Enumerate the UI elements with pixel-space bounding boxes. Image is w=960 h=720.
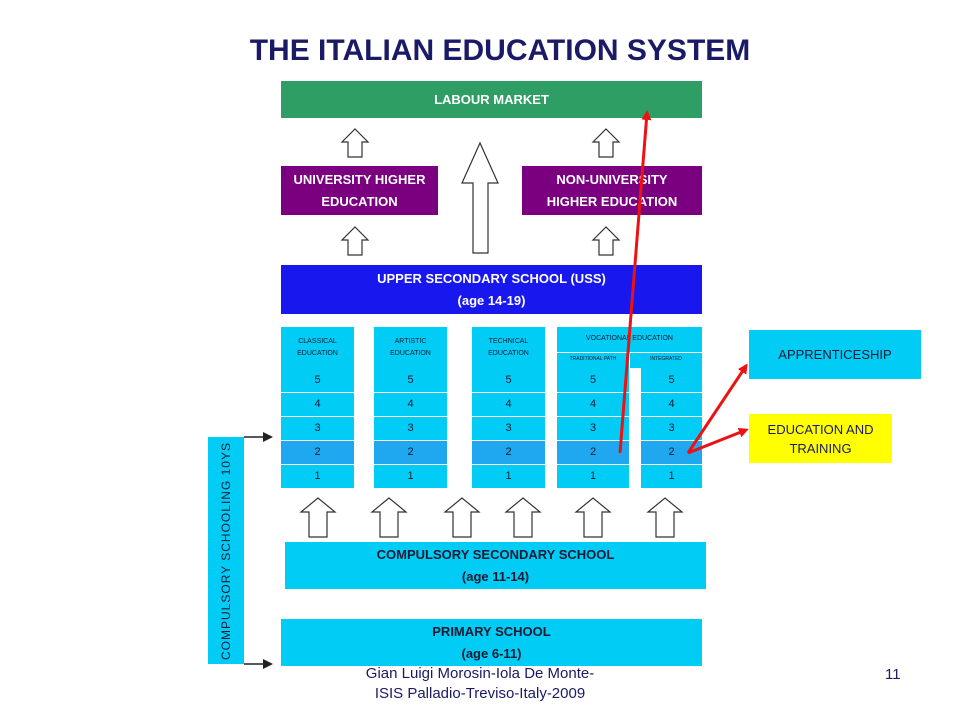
year-cell-classical: 5	[281, 368, 354, 392]
up-arrow-icon	[299, 497, 337, 538]
traditional-path-label: TRADITIONAL PATH	[569, 356, 617, 362]
year-separator	[641, 464, 702, 465]
year-separator	[641, 392, 702, 393]
year-separator	[641, 440, 702, 441]
year-separator	[557, 392, 629, 393]
non-university-box: NON-UNIVERSITY HIGHER EDUCATION	[522, 166, 702, 215]
year-separator	[472, 392, 545, 393]
year-cell-traditional: 4	[557, 392, 629, 416]
red-arrow-labour	[618, 110, 652, 454]
year-separator	[557, 464, 629, 465]
year-cell-integrated: 1	[641, 464, 702, 488]
year-separator	[374, 440, 447, 441]
labour-market-label: LABOUR MARKET	[434, 91, 549, 107]
year-separator	[281, 464, 354, 465]
upper-secondary-label: UPPER SECONDARY SCHOOL (USS)	[377, 270, 606, 286]
technical-line2: EDUCATION	[488, 349, 529, 357]
primary-school-age: (age 6-11)	[461, 645, 522, 661]
apprenticeship-box: APPRENTICESHIP	[749, 330, 921, 379]
footer-credit: Gian Luigi Morosin-Iola De Monte- ISIS P…	[310, 664, 650, 704]
technical-education-header: TECHNICAL EDUCATION	[472, 327, 545, 368]
up-arrow-icon	[443, 497, 481, 538]
up-arrow-icon	[591, 128, 621, 158]
university-label-line1: UNIVERSITY HIGHER	[293, 171, 426, 187]
upper-secondary-age: (age 14-19)	[457, 292, 526, 308]
year-cell-traditional: 3	[557, 416, 629, 440]
year-separator	[557, 440, 629, 441]
year-separator	[641, 416, 702, 417]
footer-line2: ISIS Palladio-Treviso-Italy-2009	[374, 685, 586, 702]
year-separator	[374, 464, 447, 465]
year-cell-artistic: 3	[374, 416, 447, 440]
year-cell-technical: 4	[472, 392, 545, 416]
technical-line1: TECHNICAL	[488, 337, 529, 345]
year-separator	[472, 464, 545, 465]
university-label-line2: EDUCATION	[321, 193, 398, 209]
non-university-label-line2: HIGHER EDUCATION	[546, 193, 678, 209]
up-arrow-icon	[504, 497, 542, 538]
labour-market-box: LABOUR MARKET	[281, 81, 702, 118]
integrated-label: INTEGRATED	[650, 356, 682, 362]
year-cell-artistic: 1	[374, 464, 447, 488]
year-cell-traditional: 2	[557, 440, 629, 464]
big-up-arrow-icon	[461, 141, 499, 254]
page-number: 11	[885, 666, 901, 683]
page-title: THE ITALIAN EDUCATION SYSTEM	[249, 34, 751, 67]
up-arrow-icon	[340, 226, 370, 256]
vocational-split	[629, 352, 630, 368]
up-arrow-icon	[574, 497, 612, 538]
compulsory-schooling-bar	[208, 437, 244, 664]
year-separator	[472, 416, 545, 417]
year-separator	[374, 416, 447, 417]
year-cell-artistic: 5	[374, 368, 447, 392]
university-box: UNIVERSITY HIGHER EDUCATION	[281, 166, 438, 215]
year-cell-traditional: 5	[557, 368, 629, 392]
classical-line1: CLASSICAL	[298, 337, 337, 345]
year-cell-technical: 3	[472, 416, 545, 440]
red-arrow-apprenticeship	[686, 363, 748, 454]
year-cell-classical: 2	[281, 440, 354, 464]
year-cell-technical: 5	[472, 368, 545, 392]
compulsory-secondary-label: COMPULSORY SECONDARY SCHOOL	[376, 546, 615, 562]
year-cell-artistic: 4	[374, 392, 447, 416]
apprenticeship-label: APPRENTICESHIP	[778, 346, 892, 362]
primary-school-box: PRIMARY SCHOOL (age 6-11)	[281, 619, 702, 666]
year-cell-classical: 1	[281, 464, 354, 488]
up-arrow-icon	[340, 128, 370, 158]
year-cell-classical: 3	[281, 416, 354, 440]
compulsory-secondary-age: (age 11-14)	[461, 568, 530, 584]
year-separator	[472, 440, 545, 441]
year-separator	[281, 416, 354, 417]
non-university-label-line1: NON-UNIVERSITY	[556, 171, 668, 187]
year-separator	[374, 392, 447, 393]
year-cell-technical: 1	[472, 464, 545, 488]
year-cell-integrated: 5	[641, 368, 702, 392]
up-arrow-icon	[646, 497, 684, 538]
footer-line1: Gian Luigi Morosin-Iola De Monte-	[365, 665, 595, 682]
primary-school-label: PRIMARY SCHOOL	[432, 623, 551, 639]
year-cell-traditional: 1	[557, 464, 629, 488]
year-cell-classical: 4	[281, 392, 354, 416]
year-separator	[281, 392, 354, 393]
year-separator	[281, 440, 354, 441]
year-cell-integrated: 3	[641, 416, 702, 440]
artistic-education-header: ARTISTIC EDUCATION	[374, 327, 447, 368]
year-cell-technical: 2	[472, 440, 545, 464]
year-cell-artistic: 2	[374, 440, 447, 464]
education-training-line2: TRAINING	[789, 440, 852, 456]
artistic-line2: EDUCATION	[390, 349, 431, 357]
compulsory-secondary-box: COMPULSORY SECONDARY SCHOOL (age 11-14)	[285, 542, 706, 589]
red-arrow-training	[687, 427, 749, 455]
year-cell-integrated: 4	[641, 392, 702, 416]
artistic-line1: ARTISTIC	[394, 337, 427, 345]
up-arrow-icon	[591, 226, 621, 256]
classical-education-header: CLASSICAL EDUCATION	[281, 327, 354, 368]
classical-line2: EDUCATION	[297, 349, 338, 357]
education-training-line1: EDUCATION AND	[767, 421, 874, 437]
education-training-box: EDUCATION AND TRAINING	[749, 414, 892, 463]
year-separator	[557, 416, 629, 417]
up-arrow-icon	[370, 497, 408, 538]
